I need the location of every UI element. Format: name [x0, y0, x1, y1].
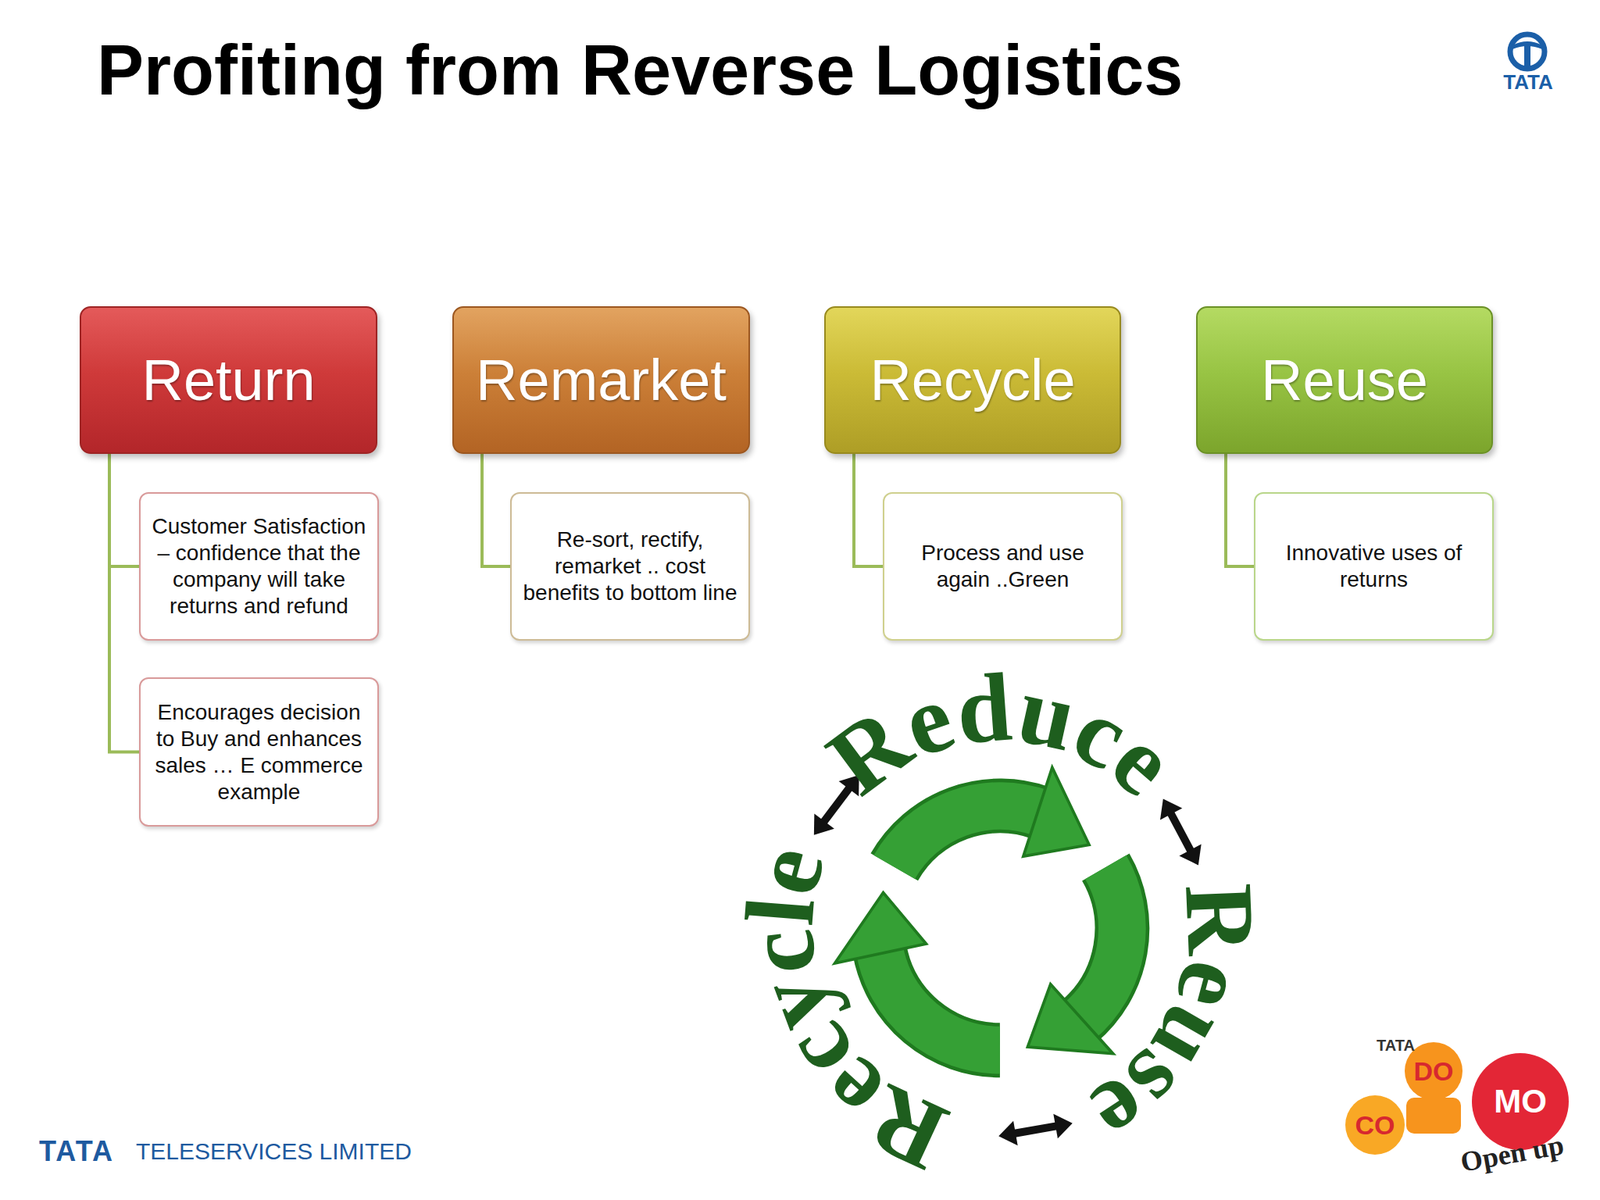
category-box: Remarket	[452, 306, 750, 454]
double-arrow	[1152, 792, 1210, 872]
description-text: Innovative uses of returns	[1264, 539, 1483, 593]
description-box: Re-sort, rectify, remarket .. cost benef…	[510, 492, 750, 641]
description-box: Encourages decision to Buy and enhances …	[139, 677, 379, 827]
cycle-word: Recycle	[725, 835, 962, 1193]
category-title: Recycle	[869, 351, 1075, 410]
description-box: Innovative uses of returns	[1253, 492, 1494, 641]
logo-letters: MO	[1485, 1082, 1556, 1121]
cycle-word: Reuse	[1073, 881, 1275, 1169]
cycle-word: Reuse	[1073, 881, 1275, 1169]
cycle-word: Reduce	[808, 653, 1196, 817]
description-text: Process and use again ..Green	[893, 539, 1112, 593]
category-title: Reuse	[1260, 351, 1429, 410]
category-box: Reuse	[1196, 306, 1493, 454]
logo-letters: DO	[1406, 1054, 1461, 1088]
logo-slogan: Open up	[1457, 1127, 1567, 1179]
tata-emblem	[1510, 34, 1545, 69]
connector-line	[1225, 453, 1254, 567]
category-title: Return	[141, 351, 315, 410]
company-name: TELESERVICES LIMITED	[135, 1135, 412, 1168]
category-title: Remarket	[475, 351, 727, 410]
double-arrow	[996, 1110, 1075, 1149]
connector-line	[109, 453, 140, 567]
description-box: Customer Satisfaction – confidence that …	[139, 492, 379, 641]
description-text: Encourages decision to Buy and enhances …	[150, 699, 368, 806]
description-box: Process and use again ..Green	[882, 492, 1123, 641]
description-text: Customer Satisfaction – confidence that …	[150, 513, 368, 620]
connector-line	[482, 453, 511, 567]
logo-wordmark: TATA	[1376, 1035, 1415, 1055]
category-box: Return	[79, 306, 378, 454]
company-wordmark: TATA	[39, 1135, 115, 1168]
category-box: Recycle	[824, 306, 1122, 454]
logo-wordmark: TATA	[1493, 70, 1563, 94]
description-text: Re-sort, rectify, remarket .. cost benef…	[521, 526, 740, 607]
connector-line	[853, 453, 883, 567]
slide-title: Profiting from Reverse Logistics	[96, 31, 1183, 110]
connector-line	[109, 453, 140, 753]
cycle-word: Recycle	[725, 835, 962, 1193]
cycle-word: Reduce	[808, 653, 1196, 817]
logo-letters: CO	[1347, 1108, 1403, 1142]
